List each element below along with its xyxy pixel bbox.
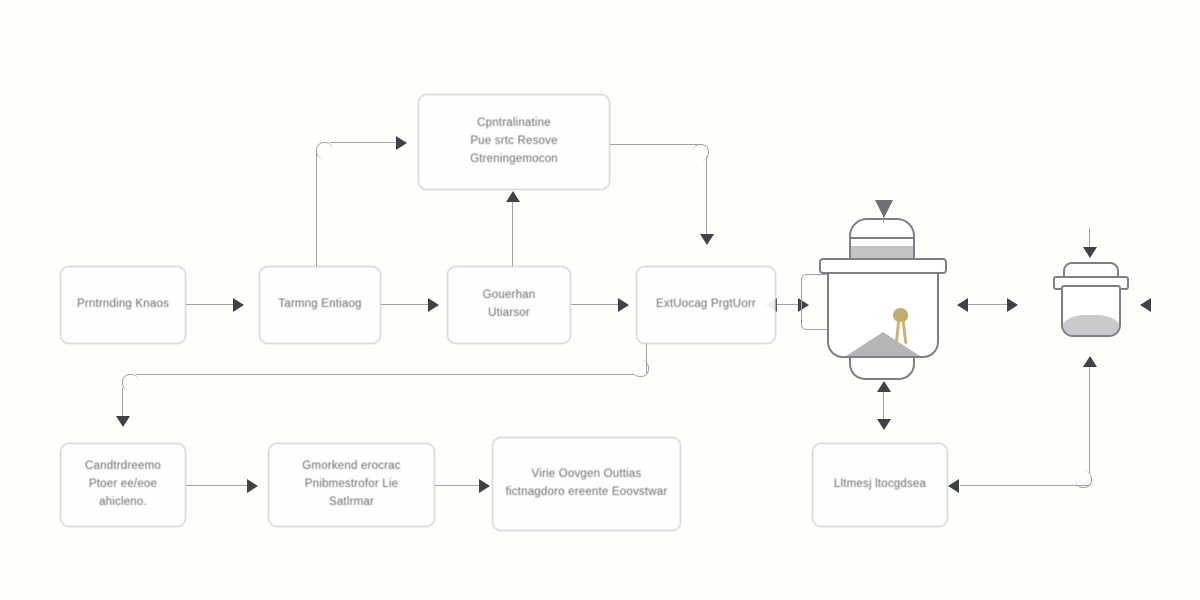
connector-a-to-b-arrowhead <box>233 298 244 312</box>
node-row-d[interactable]: ExtUocag PrgtUorr <box>636 266 776 344</box>
node-top-center[interactable]: Cpntralinatine Pue srtc Resove Gtreninge… <box>418 94 610 190</box>
connector-h-horizontal <box>960 485 1090 487</box>
small-vessel-body <box>1061 285 1121 337</box>
connector-d-vessel-line <box>776 304 802 306</box>
connector-feedback-elbow-right <box>632 360 649 377</box>
connector-b-to-c-arrowhead <box>428 298 439 312</box>
connector-c-to-d-line <box>571 304 619 306</box>
connector-small-vessel-top-arrowhead <box>1083 247 1097 258</box>
connector-vessels-left-arrowhead <box>957 298 968 312</box>
small-container-vessel-illustration <box>1047 258 1131 337</box>
node-row-c-label: Gouerhan Utiarsor <box>482 289 536 319</box>
connector-b-up-vertical <box>316 150 318 272</box>
connector-vessel-rowg-up-arrowhead <box>877 381 891 392</box>
connector-c-to-top-line <box>512 200 514 270</box>
connector-vessel-top-inlet-arrowhead <box>875 200 893 218</box>
connector-c-to-top-arrowhead <box>506 191 520 202</box>
node-row-f[interactable]: Gmorkend erocrac Pnibmestrofor Lie Satlr… <box>268 443 435 527</box>
node-row-e[interactable]: Candtrdreemo Ptoer ee/eoe ahicleno. <box>60 443 186 527</box>
gold-nugget-icon <box>893 308 908 322</box>
connector-vessels-right-arrowhead <box>1007 298 1018 312</box>
vessel-collar <box>819 258 947 274</box>
connector-h-elbow <box>1075 471 1092 488</box>
connector-top-to-d-elbow <box>692 144 709 161</box>
connector-top-to-d-arrowhead <box>700 234 714 245</box>
connector-feedback-vertical-left <box>122 388 124 418</box>
node-row-a-label: Prntrnding Knaos <box>76 298 170 311</box>
connector-vessel-rowg-down-arrowhead <box>877 419 891 430</box>
connector-feedback-elbow-left <box>122 374 139 391</box>
connector-small-vessel-top-line <box>1089 228 1091 250</box>
connector-feedback-horizontal <box>136 374 634 376</box>
vessel-body <box>827 264 939 358</box>
node-row-a[interactable]: Prntrnding Knaos <box>60 266 186 344</box>
connector-feedback-arrowhead <box>116 416 130 427</box>
vessel-side-pipe <box>801 274 832 330</box>
node-row-h[interactable]: Lltmesj ltocgdsea <box>812 443 948 527</box>
connector-f-to-g-arrowhead <box>479 479 490 493</box>
node-row-c[interactable]: Gouerhan Utiarsor <box>447 266 571 344</box>
node-row-f-label: Gmorkend erocrac Pnibmestrofor Lie Satlr… <box>302 460 401 508</box>
connector-c-to-d-arrowhead <box>618 298 629 312</box>
connector-e-to-f-line <box>186 485 248 487</box>
connector-h-arrowhead <box>948 479 959 493</box>
connector-vessel-rowg-line <box>883 390 885 422</box>
connector-b-up-elbow <box>316 142 333 159</box>
small-vessel-lid <box>1063 262 1119 280</box>
node-row-d-label: ExtUocag PrgtUorr <box>656 298 756 311</box>
node-row-b-label: Tarmng Entiaog <box>278 298 362 311</box>
node-row-e-label: Candtrdreemo Ptoer ee/eoe ahicleno. <box>85 460 161 508</box>
node-row-h-label: Lltmesj ltocgdsea <box>833 478 927 491</box>
connector-b-up-arrowhead <box>396 136 407 150</box>
node-top-center-label: Cpntralinatine Pue srtc Resove Gtreninge… <box>470 117 558 165</box>
connector-a-to-b-line <box>186 304 234 306</box>
connector-feedback-vertical-right <box>646 340 648 374</box>
connector-d-vessel-right-arrowhead <box>798 298 809 312</box>
connector-small-vessel-right-arrowhead <box>1140 298 1151 312</box>
node-row-g-label: Virie Oovgen Outtias fictnagdoro ereente… <box>505 468 668 498</box>
connector-h-up-arrowhead <box>1083 356 1097 367</box>
small-vessel-fill <box>1063 315 1119 335</box>
connector-vessels-line <box>968 304 1010 306</box>
connector-top-to-d-horizontal <box>610 144 698 146</box>
connector-h-vertical <box>1089 365 1091 473</box>
vessel-neck-band <box>851 237 913 239</box>
connector-f-to-g-line <box>435 485 481 487</box>
connector-top-to-d-vertical <box>706 156 708 236</box>
node-row-b[interactable]: Tarmng Entiaog <box>259 266 381 344</box>
connector-b-to-c-line <box>381 304 429 306</box>
large-reactor-vessel-illustration <box>801 196 957 386</box>
connector-e-to-f-arrowhead <box>247 479 258 493</box>
node-row-g[interactable]: Virie Oovgen Outtias fictnagdoro ereente… <box>492 437 681 531</box>
powder-pile <box>843 332 923 356</box>
connector-b-up-horizontal <box>330 142 398 144</box>
